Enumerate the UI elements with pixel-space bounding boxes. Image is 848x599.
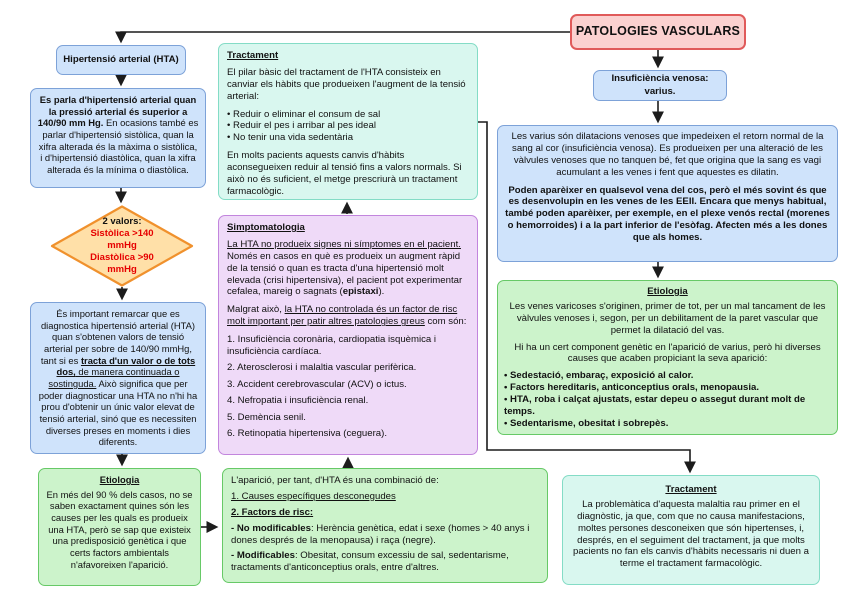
aparicio-intro: L'aparició, per tant, d'HTA és una combi… xyxy=(231,475,439,486)
hta-definition-rest: En ocasions també es parlar d'hipertensi… xyxy=(38,117,199,175)
venosa-etiologia-title: Etiologia xyxy=(647,286,688,297)
hta-tractament-intro: El pilar bàsic del tractament de l'HTA c… xyxy=(227,66,466,102)
hta-tractament-outro: En molts pacients aquests canvis d'hàbit… xyxy=(227,150,462,197)
modificables-text: : Obesitat, consum excessiu de sal, sede… xyxy=(231,550,509,574)
hta-etiologia-title: Etiologia xyxy=(99,474,140,485)
hta-definition-bold: Es parla d'hipertensió arterial quan la … xyxy=(37,94,197,129)
connector-tractament-to-venosa-tractament xyxy=(478,121,696,474)
connector-title-to-hta xyxy=(115,31,570,44)
diagnosis-part1: És important remarcar que es diagnostica… xyxy=(40,308,196,366)
venosa-descripcio-p1: Les varius són dilatacions venoses que i… xyxy=(511,131,824,178)
hta-tractament-bullets: Reduir o eliminar el consum de sal Redui… xyxy=(227,109,469,145)
hta-values-diamond: 2 valors: Sistòlica >140 mmHg Diastòlica… xyxy=(50,205,194,287)
page-title: PATOLOGIES VASCULARS xyxy=(575,24,741,39)
aparicio-no-modificables: - No modificables: Herència genètica, ed… xyxy=(231,523,539,547)
p2-b: com són: xyxy=(424,316,467,328)
simptomatologia-title: Simptomatologia xyxy=(227,222,305,233)
patologia-item: 2. Aterosclerosi i malaltia vascular per… xyxy=(227,362,417,374)
bullet-item: HTA, roba i calçat ajustats, estar depeu… xyxy=(504,394,831,418)
modificables-label: - Modificables xyxy=(231,550,295,562)
bullet-item: Reduir o eliminar el consum de sal xyxy=(227,109,469,121)
diagnosis-underline: de manera continuada o sostinguda. xyxy=(48,366,180,389)
venosa-tractament-title: Tractament xyxy=(665,484,717,495)
hta-header-label: Hipertensió arterial (HTA) xyxy=(63,54,179,66)
patologies-vasculars-title: PATOLOGIES VASCULARS xyxy=(570,14,746,50)
patologia-item: 5. Demència senil. xyxy=(227,411,306,423)
hta-etiologia-box: Etiologia En més del 90 % dels casos, no… xyxy=(38,468,201,586)
p1-bold: epistaxi xyxy=(342,286,379,298)
venosa-tractament-box: Tractament La problemàtica d'aquesta mal… xyxy=(562,475,820,585)
venosa-etiologia-p2: Hi ha un cert component genètic en l'apa… xyxy=(514,341,821,365)
diamond-text: 2 valors: Sistòlica >140 mmHg Diastòlica… xyxy=(50,205,194,287)
venosa-header-box: Insuficiència venosa: varius. xyxy=(593,70,727,101)
venosa-header-line1: Insuficiència venosa: xyxy=(611,73,709,85)
hta-etiologia-body: En més del 90 % dels casos, no se saben … xyxy=(46,488,193,570)
diamond-line-diastolica: Diastòlica >90 mmHg xyxy=(90,251,154,275)
diamond-line-valors: 2 valors: xyxy=(102,216,142,228)
venosa-etiologia-p1: Les venes varicoses s'originen, primer d… xyxy=(509,300,826,336)
hta-definition-box: Es parla d'hipertensió arterial quan la … xyxy=(30,88,206,188)
hta-aparicio-box: L'aparició, per tant, d'HTA és una combi… xyxy=(222,468,548,583)
p1-rest-a: Només en casos en què es produeix un aug… xyxy=(227,250,463,298)
bullet-item: Reduir el pes i arribar al pes ideal xyxy=(227,120,469,132)
venosa-descripcio-box: Les varius són dilatacions venoses que i… xyxy=(497,125,838,262)
hta-tractament-box: Tractament El pilar bàsic del tractament… xyxy=(218,43,478,200)
hta-header-box: Hipertensió arterial (HTA) xyxy=(56,45,186,75)
simptomatologia-p2: Malgrat això, la HTA no controlada és un… xyxy=(227,304,469,328)
venosa-header-label: Insuficiència venosa: varius. xyxy=(611,73,708,98)
aparicio-causes: 1. Causes específiques desconegudes xyxy=(231,490,396,502)
diamond-line-sistolica: Sistòlica >140 mmHg xyxy=(90,228,154,252)
diagnosis-part2: Això significa que per poder diagnostica… xyxy=(38,377,198,448)
venosa-tractament-body: La problemàtica d'aquesta malaltia rau p… xyxy=(573,498,809,570)
venosa-descripcio-p2: Poden aparèixer en qualsevol vena del co… xyxy=(505,184,830,244)
hta-diagnosis-box: És important remarcar que es diagnostica… xyxy=(30,302,206,454)
venosa-etiologia-bullets: Sedestació, embaraç, exposició al calor.… xyxy=(504,370,831,429)
venosa-header-line2: varius. xyxy=(644,85,676,97)
venosa-etiologia-box: Etiologia Les venes varicoses s'originen… xyxy=(497,280,838,435)
hta-tractament-title: Tractament xyxy=(227,50,279,61)
patologia-item: 3. Accident cerebrovascular (ACV) o ictu… xyxy=(227,378,407,390)
bullet-item: Factors hereditaris, anticonceptius oral… xyxy=(504,382,831,394)
patologia-item: 1. Insuficiència coronària, cardiopatia … xyxy=(227,334,437,358)
bullet-item: No tenir una vida sedentària xyxy=(227,132,469,144)
bullet-item: Sedestació, embaraç, exposició al calor. xyxy=(504,370,831,382)
no-modificables-label: - No modificables xyxy=(231,522,311,534)
diamond-shape xyxy=(50,205,194,287)
aparicio-factors: 2. Factors de risc: xyxy=(231,506,314,518)
no-modificables-text: : Herència genètica, edat i sexe (homes … xyxy=(231,522,530,546)
patologia-item: 4. Nefropatia i insuficiència renal. xyxy=(227,395,369,407)
bullet-item: Sedentarisme, obesitat i sobrepès. xyxy=(504,418,831,430)
hta-simptomatologia-box: Simptomatologia La HTA no produeix signe… xyxy=(218,215,478,455)
p2-a: Malgrat això, xyxy=(227,304,285,316)
aparicio-modificables: - Modificables: Obesitat, consum excessi… xyxy=(231,550,539,574)
p1-underline: La HTA no produeix signes ni símptomes e… xyxy=(227,238,461,250)
diagnosis-bold-underline: tracta d'un valor o de tots dos, xyxy=(56,354,196,378)
simptomatologia-p1: La HTA no produeix signes ni símptomes e… xyxy=(227,239,469,298)
p2-underline: la HTA no controlada és un factor de ris… xyxy=(227,304,458,328)
patologia-item: 6. Retinopatia hipertensiva (ceguera). xyxy=(227,427,387,439)
p1-rest-b: ). xyxy=(378,286,385,298)
